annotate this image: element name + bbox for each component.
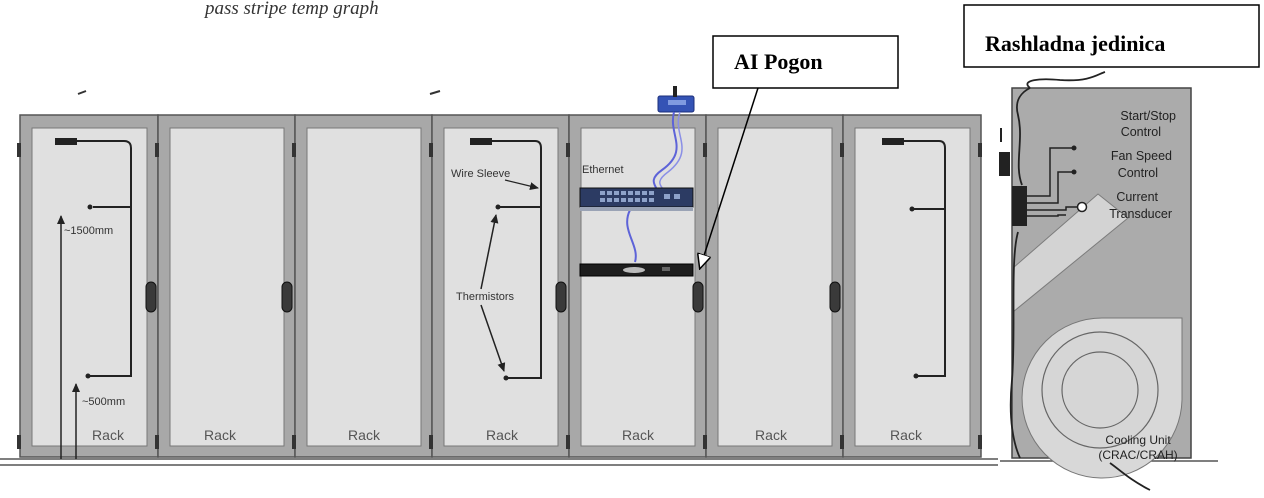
- start-stop-label: Start/Stop: [1120, 109, 1176, 123]
- thermistor-arrow-lower: [480, 304, 506, 372]
- rack-label: Rack: [486, 427, 519, 443]
- cooling-callout: Rashladna jedinica: [963, 4, 1260, 68]
- rack-label: Rack: [755, 427, 788, 443]
- height-label-1500: ~1500mm: [64, 225, 113, 237]
- start-stop-label: Control: [1121, 125, 1161, 139]
- current-transducer-label: Transducer: [1109, 207, 1172, 221]
- rack-2: Rack: [157, 114, 296, 458]
- thermistors-label: Thermistors: [456, 291, 515, 303]
- rack-label: Rack: [348, 427, 381, 443]
- rack-label: Rack: [92, 427, 125, 443]
- rack-label: Rack: [890, 427, 923, 443]
- wire-sleeve-label: Wire Sleeve: [451, 168, 510, 180]
- sensor-block-icon: [882, 138, 904, 145]
- relay-module: [999, 152, 1010, 176]
- cooling-unit-name: (CRAC/CRAH): [1098, 448, 1177, 462]
- cooling-unit-name: Cooling Unit: [1105, 433, 1171, 447]
- thermistor-wiring-rack-1: ~1500mm ~500mm: [55, 138, 132, 459]
- thermistor-arrow-upper: [480, 214, 499, 290]
- cable-fragment: [77, 90, 87, 95]
- fan-speed-label: Fan Speed: [1111, 149, 1172, 163]
- rack-hinges: [17, 143, 982, 449]
- cooling-unit: Start/Stop Control Fan Speed Control Cur…: [999, 71, 1192, 491]
- fan-speed-label: Control: [1118, 166, 1158, 180]
- drive-callout: AI Pogon: [700, 35, 899, 268]
- network-equipment-rack-5: Ethernet: [579, 86, 695, 277]
- drive-callout-arrow: [700, 87, 759, 268]
- thermistor-wiring-rack-4: Wire Sleeve Thermistors: [451, 138, 542, 381]
- rack-handles: [145, 281, 841, 313]
- sensor-block-icon: [55, 138, 77, 145]
- top-text-fragment-left: pass stripe temp graph: [203, 0, 379, 19]
- sensor-block-icon: [470, 138, 492, 145]
- rack-6: Rack: [705, 114, 844, 458]
- controller-box: [1012, 186, 1027, 226]
- rack-4: Rack: [431, 114, 570, 458]
- cooling-callout-text: Rashladna jedinica: [985, 31, 1165, 56]
- rack-label: Rack: [622, 427, 655, 443]
- rack-label: Rack: [204, 427, 237, 443]
- ethernet-label: Ethernet: [582, 164, 624, 176]
- thermistor-wiring-rack-7: [882, 138, 946, 379]
- rack-5: Rack: [568, 114, 707, 458]
- wire-sleeve-arrow: [504, 179, 539, 191]
- current-transducer-icon: [1076, 201, 1088, 213]
- rack-7: Rack: [842, 114, 982, 458]
- rack-3: Rack: [294, 114, 433, 458]
- cable-fragment: [429, 90, 441, 95]
- height-label-500: ~500mm: [82, 396, 125, 408]
- current-transducer-label: Current: [1116, 190, 1158, 204]
- drive-callout-text: AI Pogon: [734, 49, 823, 74]
